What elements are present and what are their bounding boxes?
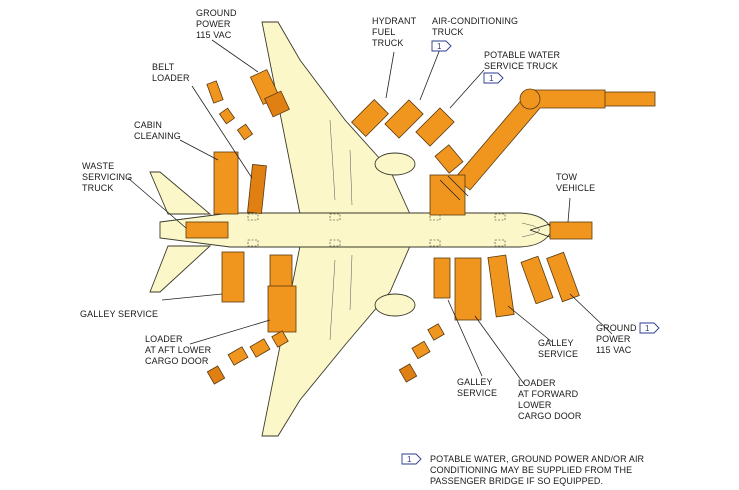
- door: [494, 213, 506, 221]
- flag-ground-power-right: 1: [639, 322, 660, 334]
- passenger-bridge: [429, 88, 656, 216]
- belt-loader-cart: [218, 107, 236, 125]
- aft-cart: [271, 330, 289, 348]
- flag-air-conditioning: 1: [431, 40, 452, 52]
- upper-stabilizer: [149, 171, 212, 215]
- label-tow-vehicle: TOW VEHICLE: [556, 172, 595, 193]
- potable-water-truck: [415, 107, 455, 147]
- footnote-flag: 1: [401, 453, 422, 465]
- label-air-conditioning-truck: AIR-CONDITIONING TRUCK: [432, 16, 521, 37]
- label-loader-forward: LOADER AT FORWARD LOWER CARGO DOOR: [518, 378, 582, 421]
- label-ground-power-right: GROUND POWER 115 VAC: [596, 323, 639, 355]
- footnote: 1 POTABLE WATER, GROUND POWER AND/OR AIR…: [401, 453, 647, 486]
- forward-cart: [427, 323, 445, 341]
- ground-power-unit-top-rear: [264, 90, 290, 118]
- bridge-hinge: [519, 88, 541, 110]
- forward-cargo-loader: [454, 257, 482, 321]
- galley-service-truck-aft: [221, 251, 245, 303]
- belt-loader-cab: [206, 80, 224, 104]
- belt-loader-cart: [236, 123, 254, 141]
- forward-loader-front: [433, 257, 451, 299]
- leader-lines: [127, 39, 613, 385]
- svg-text:1: 1: [407, 455, 412, 464]
- label-waste-servicing-truck: WASTE SERVICING TRUCK: [82, 161, 135, 193]
- bridge-rotunda: [599, 91, 656, 107]
- door: [429, 239, 441, 247]
- aft-tug: [206, 365, 226, 385]
- forward-tug: [398, 363, 418, 383]
- belt-loader: [247, 163, 267, 215]
- label-galley-service-left: GALLEY SERVICE: [80, 309, 158, 319]
- svg-text:1: 1: [489, 74, 494, 83]
- flag-potable-water: 1: [483, 72, 504, 84]
- svg-text:1: 1: [437, 42, 442, 51]
- aft-cart: [227, 346, 249, 366]
- waste-servicing-truck: [185, 221, 229, 239]
- lower-wing: [261, 245, 411, 437]
- door: [247, 213, 259, 221]
- aft-cargo-loader-front: [269, 254, 293, 288]
- label-hydrant-fuel-truck: HYDRANT FUEL TRUCK: [372, 16, 419, 48]
- ground-power-unit-right-2: [546, 251, 580, 303]
- label-belt-loader: BELT LOADER: [152, 62, 190, 83]
- lower-engine: [374, 293, 416, 317]
- aft-cart: [249, 338, 271, 358]
- wing-detail: [329, 119, 353, 206]
- labels: GROUND POWER 115 VAC HYDRANT FUEL TRUCK …: [80, 8, 660, 421]
- door: [329, 239, 341, 247]
- upper-wing: [261, 21, 411, 215]
- air-conditioning-truck: [384, 99, 424, 139]
- footnote-text: POTABLE WATER, GROUND POWER AND/OR AIR C…: [430, 454, 647, 486]
- aft-cargo-loader: [267, 285, 297, 333]
- svg-text:1: 1: [645, 324, 650, 333]
- tow-bar: [529, 223, 551, 238]
- lower-stabilizer: [149, 245, 212, 293]
- hydrant-fuel-truck: [351, 99, 389, 137]
- tow-vehicle: [549, 221, 593, 240]
- wing-detail: [329, 254, 353, 341]
- label-potable-water-truck: POTABLE WATER SERVICE TRUCK: [484, 50, 563, 71]
- label-galley-service-right: GALLEY SERVICE: [538, 338, 578, 359]
- door: [247, 239, 259, 247]
- upper-engine: [374, 152, 416, 176]
- door: [329, 213, 341, 221]
- label-loader-aft: LOADER AT AFT LOWER CARGO DOOR: [145, 334, 214, 366]
- cockpit-windows: [521, 222, 541, 238]
- bridge-stairs: [434, 144, 464, 174]
- label-ground-power-top: GROUND POWER 115 VAC: [196, 8, 239, 40]
- bridge-cab: [429, 174, 466, 216]
- galley-service-truck-forward: [487, 254, 515, 318]
- label-galley-service-bottom: GALLEY SERVICE: [457, 377, 497, 398]
- forward-cart: [411, 340, 431, 360]
- label-cabin-cleaning: CABIN CLEANING: [134, 120, 181, 141]
- airplane: [149, 21, 553, 437]
- door: [494, 239, 506, 247]
- ground-power-unit-right-1: [520, 255, 554, 305]
- cabin-cleaning-truck: [213, 151, 239, 215]
- vehicles: [185, 69, 593, 385]
- bridge-detail: [439, 175, 469, 201]
